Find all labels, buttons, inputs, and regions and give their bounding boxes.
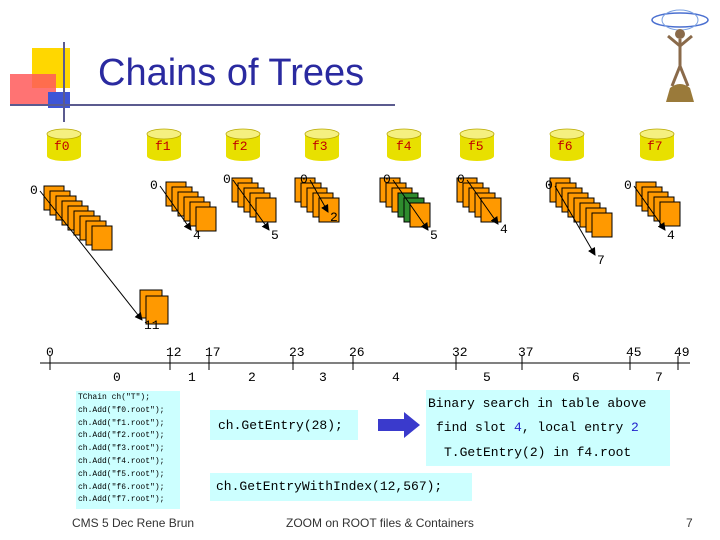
explanation-line-2: find slot 4, local entry 2: [436, 420, 639, 435]
code-line: ch.Add("f6.root");: [78, 482, 165, 492]
local-entry-value: 2: [631, 420, 639, 435]
file-label-f7: f7: [647, 139, 663, 154]
axis-offset-label: 12: [166, 345, 182, 360]
file-label-f6: f6: [557, 139, 573, 154]
file-cylinder-icon: [146, 128, 182, 161]
axis-offset-label: 45: [626, 345, 642, 360]
axis-slot-label: 2: [248, 370, 256, 385]
tree-entry-count: 5: [430, 228, 438, 243]
tree-arrow: [159, 185, 192, 231]
footer-title: ZOOM on ROOT files & Containers: [286, 516, 474, 530]
tree-arrow: [39, 190, 143, 321]
slot-value: 4: [514, 420, 522, 435]
file-label-f4: f4: [396, 139, 412, 154]
axis-slot-label: 5: [483, 370, 491, 385]
tree-start-entry: 0: [150, 178, 158, 193]
file-cylinder-icon: [549, 128, 585, 161]
code-panel: TChain ch("T"); ch.Add("f0.root"); ch.Add(…: [76, 391, 180, 509]
tree-entry-count: 2: [330, 210, 338, 225]
explanation-box: Binary search in table above find slot 4…: [426, 390, 670, 466]
file-cylinder-icon: [304, 128, 340, 161]
footer-author: CMS 5 Dec Rene Brun: [72, 516, 195, 530]
tree-entry-count: 4: [500, 222, 508, 237]
tree-entry-count: 4: [193, 228, 201, 243]
tree-entry-count: 11: [144, 318, 160, 333]
tree-stack: [635, 181, 681, 227]
axis-slot-label: 7: [655, 370, 663, 385]
tree-entry-count: 5: [271, 228, 279, 243]
slide-title: Chains of Trees: [98, 52, 365, 94]
decor-horizontal-line: [10, 104, 395, 106]
axis-offset-label: 32: [452, 345, 468, 360]
file-label-f1: f1: [155, 139, 171, 154]
code-line: ch.Add("f5.root");: [78, 469, 165, 479]
tree-arrow: [554, 185, 596, 256]
tree-stack: [43, 185, 169, 325]
axis-slot-label: 6: [572, 370, 580, 385]
file-label-f2: f2: [232, 139, 248, 154]
get-entry-code: ch.GetEntry(28);: [218, 418, 343, 433]
tree-start-entry: 0: [30, 183, 38, 198]
tree-start-entry: 0: [223, 172, 231, 187]
tree-start-entry: 0: [545, 178, 553, 193]
get-entry-with-index-code: ch.GetEntryWithIndex(12,567);: [216, 479, 443, 494]
code-line: ch.Add("f1.root");: [78, 418, 165, 428]
tree-start-entry: 0: [383, 172, 391, 187]
tree-start-entry: 0: [624, 178, 632, 193]
atlas-figure-logo-icon: [651, 9, 709, 102]
tree-stack: [231, 177, 277, 223]
code-line: TChain ch("T");: [78, 393, 151, 402]
axis-offset-label: 26: [349, 345, 365, 360]
axis-slot-label: 0: [113, 370, 121, 385]
file-label-f5: f5: [468, 139, 484, 154]
get-entry-with-index-box: ch.GetEntryWithIndex(12,567);: [210, 473, 472, 501]
tree-arrow: [633, 185, 666, 231]
axis-offset-label: 0: [46, 345, 54, 360]
file-label-f0: f0: [54, 139, 70, 154]
code-line: ch.Add("f7.root");: [78, 495, 165, 505]
file-cylinder-icon: [225, 128, 261, 161]
explanation-line-3: T.GetEntry(2) in f4.root: [444, 445, 632, 460]
file-label-f3: f3: [312, 139, 328, 154]
axis-offset-label: 49: [674, 345, 690, 360]
code-line: ch.Add("f0.root");: [78, 405, 165, 415]
file-cylinder-icon: [639, 128, 675, 161]
tree-entry-count: 7: [597, 253, 605, 268]
file-cylinder-icon: [46, 128, 82, 161]
axis-slot-label: 1: [188, 370, 196, 385]
axis-slot-label: 3: [319, 370, 327, 385]
tree-entry-count: 4: [667, 228, 675, 243]
tree-stack: [379, 177, 431, 228]
axis-offset-label: 17: [205, 345, 221, 360]
axis-slot-label: 4: [392, 370, 400, 385]
code-line: ch.Add("f3.root");: [78, 444, 165, 454]
tree-stack: [165, 181, 217, 232]
file-cylinder-icon: [459, 128, 495, 161]
tree-arrow: [392, 179, 429, 231]
axis-offset-label: 37: [518, 345, 534, 360]
code-line: ch.Add("f2.root");: [78, 431, 165, 441]
code-line: ch.Add("f4.root");: [78, 457, 165, 466]
right-arrow-icon: [378, 412, 420, 438]
tree-start-entry: 0: [457, 172, 465, 187]
axis-offset-label: 23: [289, 345, 305, 360]
chain-diagram: [39, 128, 690, 370]
tree-arrow: [232, 179, 270, 231]
page-number: 7: [686, 516, 693, 530]
get-entry-box: ch.GetEntry(28);: [210, 410, 358, 440]
decor-vertical-line: [63, 42, 65, 122]
tree-stack: [549, 177, 613, 238]
file-cylinder-icon: [386, 128, 422, 161]
tree-arrow: [466, 179, 499, 225]
tree-arrow: [309, 179, 329, 213]
tree-start-entry: 0: [300, 172, 308, 187]
explanation-line-1: Binary search in table above: [428, 396, 647, 411]
